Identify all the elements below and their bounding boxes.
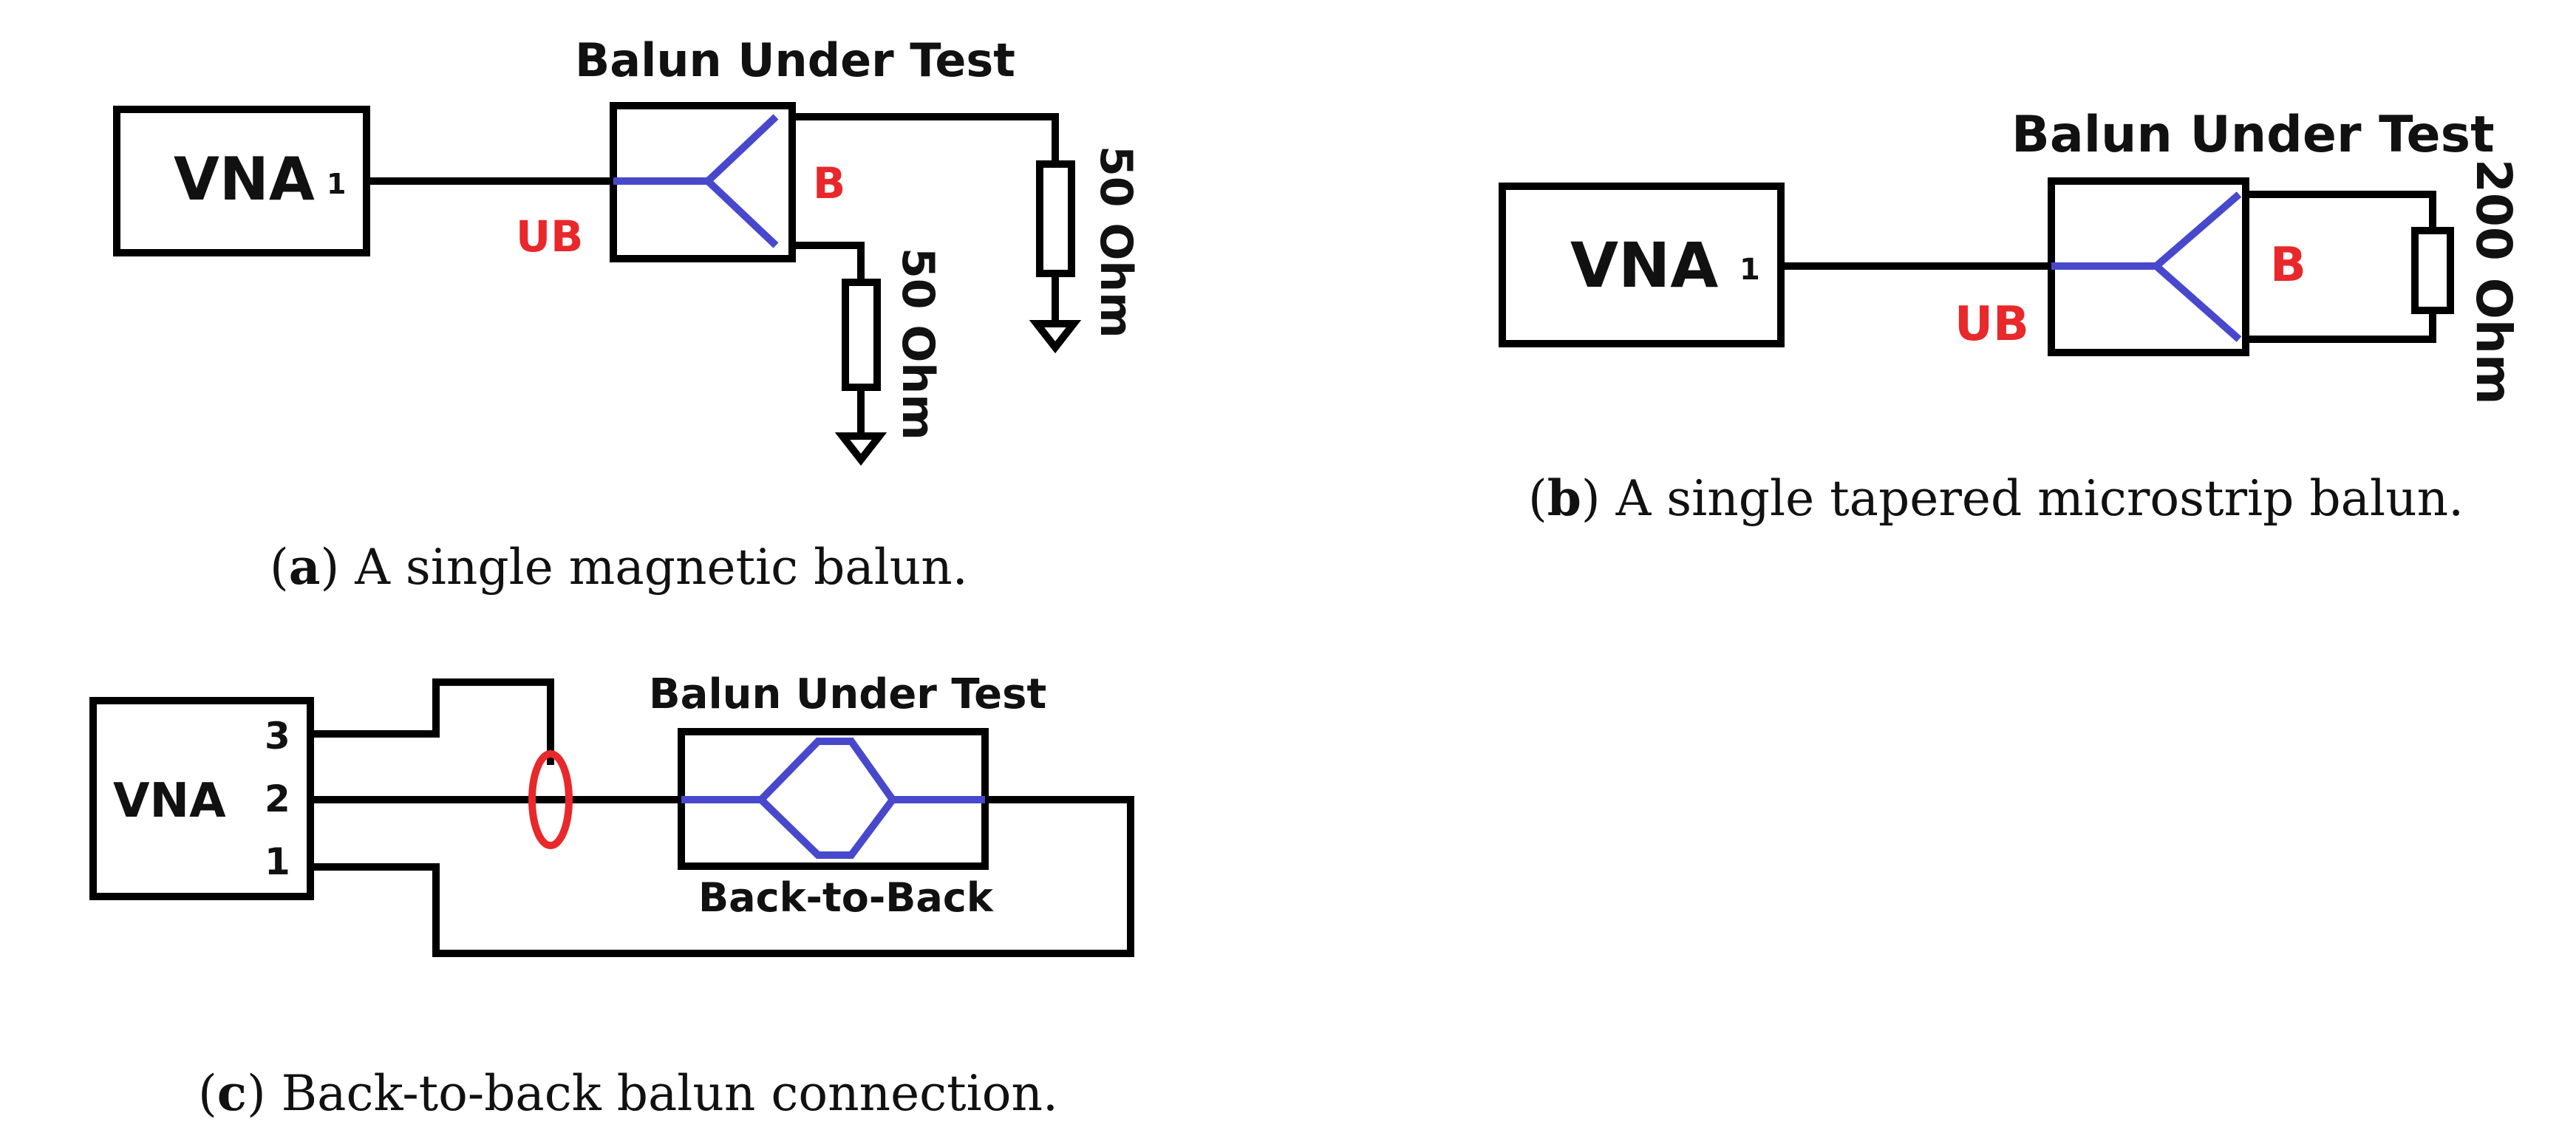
resistor-lower-a [842,279,881,391]
title-b: Balun Under Test [2011,106,2495,164]
port-label-a: 1 [327,168,346,200]
resistor-upper-a [1036,160,1075,277]
caption-c: (c) Back-to-back balun connection. [198,1064,1058,1122]
ferrite-ring-c [528,750,573,849]
ub-label-a: UB [516,211,583,262]
back-to-back-path-c-lower [758,797,896,859]
vna-label-a: VNA [174,145,315,214]
caption-a: (a) A single magnetic balun. [270,538,968,596]
port-label-b: 1 [1740,253,1760,287]
b-label-a: B [813,158,845,208]
title-a: Balun Under Test [575,33,1015,87]
resistor-b [2411,227,2454,314]
resistor-label-b: 200 Ohm [2465,159,2522,405]
vna-label-b: VNA [1570,229,1718,302]
caption-a-text: A single magnetic balun. [339,539,968,596]
caption-a-letter: a [289,538,321,596]
ub-label-b: UB [1955,297,2029,352]
subtitle-c: Back-to-Back [698,874,994,921]
back-to-back-path-c [681,738,985,803]
resistor-upper-label-a: 50 Ohm [1090,146,1142,338]
port-2-label-c: 2 [265,778,290,820]
balun-path-b-lower [2153,263,2242,342]
title-c: Balun Under Test [649,670,1046,718]
caption-b: (b) A single tapered microstrip balun. [1528,469,2464,527]
caption-b-text: A single tapered microstrip balun. [1601,470,2464,527]
upper-output-wire-a [788,113,1059,168]
panel-a: VNA 1 Balun Under Test UB B 50 Ohm 50 Oh… [113,33,1142,596]
caption-b-letter: b [1547,469,1581,527]
panel-c: VNA 3 2 1 Balun Under Test Back-to-Back … [89,670,1134,1122]
port-3-wire-c [307,678,554,765]
panel-b: VNA 1 Balun Under Test UB B 200 Ohm (b) … [1499,106,2522,527]
lower-output-wire-a [788,242,865,286]
upper-output-wire-b [2242,191,2436,234]
b-label-b: B [2270,238,2306,293]
port-3-label-c: 3 [265,715,290,758]
caption-c-letter: c [217,1064,247,1122]
balun-path-a-lower [705,178,779,248]
port-1-wire-c [307,796,1134,957]
port-1-label-c: 1 [265,840,290,883]
vna-box-a [113,106,370,256]
caption-c-text: Back-to-back balun connection. [266,1065,1058,1122]
vna-box-b [1499,183,1785,347]
vna-label-c: VNA [113,774,226,829]
ground-upper-a [1029,320,1082,354]
ground-lower-a [834,432,887,466]
lower-output-wire-b [2242,307,2436,343]
resistor-lower-label-a: 50 Ohm [892,248,944,440]
